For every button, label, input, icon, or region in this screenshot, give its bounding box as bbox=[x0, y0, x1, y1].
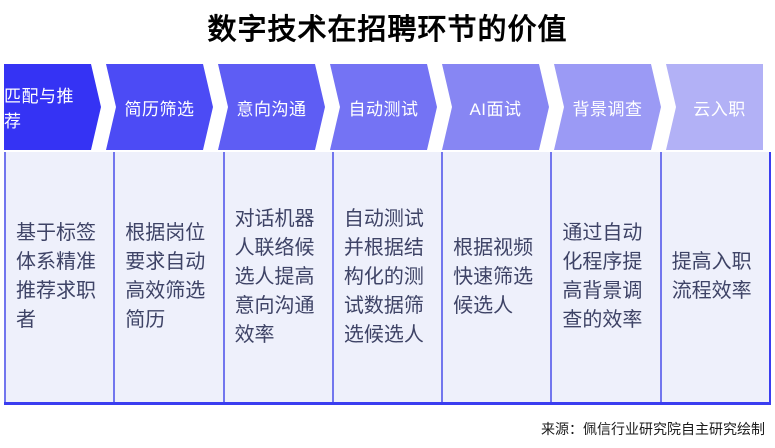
recruitment-flow-diagram: 匹配与推荐 简历筛选 意向沟通 自动测试 AI面试 背景调查 云入职 基于标签 … bbox=[4, 64, 771, 405]
step-header-cloud-onboarding: 云入职 bbox=[666, 64, 763, 150]
step-header-label: 匹配与推荐 bbox=[4, 87, 74, 131]
step-body-cloud-onboarding: 提高入职 流程效率 bbox=[659, 152, 771, 402]
step-header-resume-screening: 简历筛选 bbox=[106, 64, 213, 150]
step-body-background-check: 通过自动 化程序提 高背景调 查的效率 bbox=[550, 152, 660, 402]
step-header-intent-communication: 意向沟通 bbox=[218, 64, 325, 150]
step-header-label: AI面试 bbox=[469, 99, 522, 119]
step-header-background-check: 背景调查 bbox=[554, 64, 661, 150]
step-header-ai-interview: AI面试 bbox=[442, 64, 549, 150]
step-body-auto-testing: 自动测试 并根据结 构化的测 试数据筛 选候选人 bbox=[331, 152, 442, 402]
step-body-matching-recommendation: 基于标签 体系精准 推荐求职 者 bbox=[4, 152, 114, 402]
step-header-label: 云入职 bbox=[693, 99, 746, 119]
step-header-label: 自动测试 bbox=[348, 99, 419, 119]
step-header-auto-testing: 自动测试 bbox=[330, 64, 437, 150]
step-header-label: 简历筛选 bbox=[124, 99, 195, 119]
step-header-label: 背景调查 bbox=[572, 99, 643, 119]
step-body-intent-communication: 对话机器 人联络候 选人提高 意向沟通 效率 bbox=[222, 152, 332, 402]
step-body-row: 基于标签 体系精准 推荐求职 者 根据岗位 要求自动 高效筛选 简历 对话机器 … bbox=[4, 152, 771, 405]
step-body-ai-interview: 根据视频 快速筛选 候选人 bbox=[441, 152, 551, 402]
source-note: 来源：佩信行业研究院自主研究绘制 bbox=[541, 421, 765, 437]
step-header-row: 匹配与推荐 简历筛选 意向沟通 自动测试 AI面试 背景调查 云入职 bbox=[4, 64, 771, 150]
step-header-matching-recommendation: 匹配与推荐 bbox=[4, 64, 101, 150]
step-body-resume-screening: 根据岗位 要求自动 高效筛选 简历 bbox=[113, 152, 223, 402]
step-header-label: 意向沟通 bbox=[236, 99, 307, 119]
page-title: 数字技术在招聘环节的价值 bbox=[207, 14, 568, 46]
